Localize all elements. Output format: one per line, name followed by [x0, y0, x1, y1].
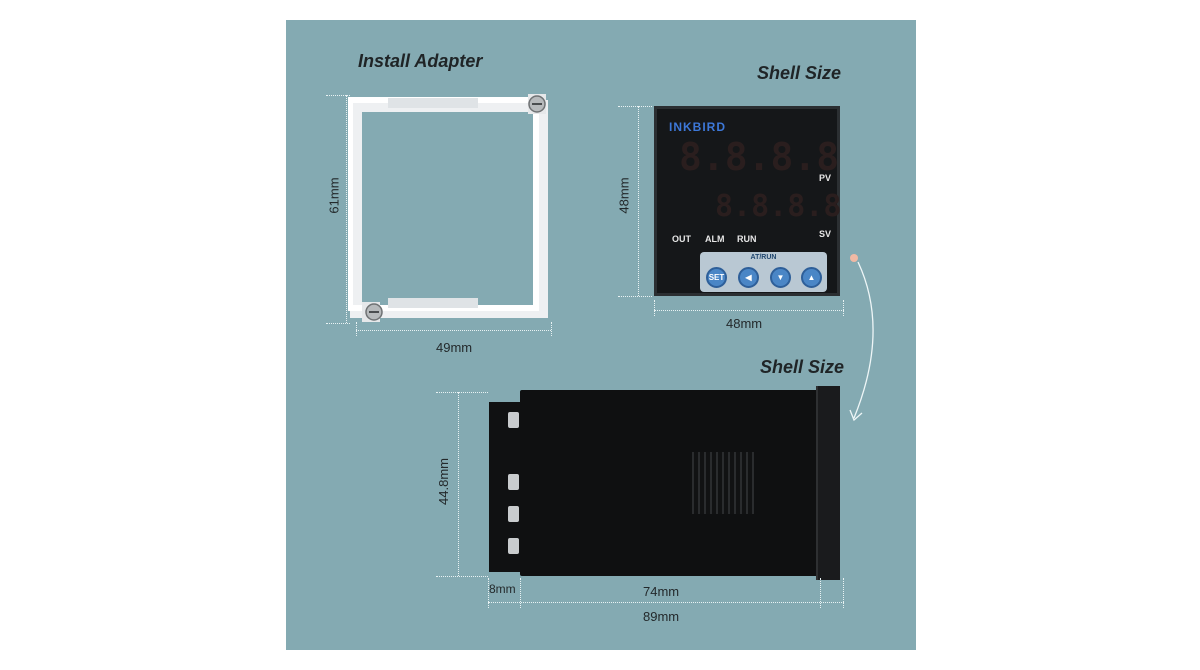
shell-size-side-title: Shell Size	[760, 357, 845, 377]
shell-size-front-title: Shell Size	[757, 63, 842, 83]
dim-line	[820, 578, 821, 608]
dim-line	[551, 322, 552, 336]
at-run-label: AT/RUN	[750, 254, 777, 261]
dim-line	[488, 602, 844, 603]
sv-label: SV	[819, 229, 832, 239]
up-arrow-key[interactable]: ▲	[801, 267, 822, 288]
install-adapter-title: Install Adapter	[358, 51, 483, 71]
dim-line	[436, 392, 488, 393]
sv-display: 8.8.8.8	[715, 189, 842, 224]
dim-line	[618, 106, 652, 107]
front-height-label: 48mm	[616, 177, 632, 214]
side-height-label: 44.8mm	[435, 458, 451, 505]
vent-grille	[692, 452, 754, 514]
front-width-label: 48mm	[726, 316, 763, 331]
dim-line	[326, 323, 350, 324]
dim-line	[326, 95, 350, 96]
down-arrow-key[interactable]: ▼	[770, 267, 791, 288]
terminal-screw	[508, 412, 519, 428]
dim-line	[654, 310, 844, 311]
keypad: AT/RUN SET ◀ ▼ ▲	[700, 252, 827, 292]
curved-arrow-icon	[849, 254, 874, 422]
dim-line	[520, 578, 521, 608]
pv-display: 8.8.8.8	[679, 135, 840, 179]
install-adapter-frame	[348, 94, 548, 322]
dim-line	[654, 300, 655, 316]
controller-side-body	[520, 390, 820, 576]
out-indicator: OUT	[672, 234, 691, 244]
side-total-label: 89mm	[643, 609, 680, 624]
terminal-screw	[508, 538, 519, 554]
set-key[interactable]: SET	[706, 267, 727, 288]
dim-line	[458, 392, 459, 576]
dim-line	[436, 576, 488, 577]
adapter-width-label: 49mm	[436, 340, 473, 355]
terminal-screw	[508, 474, 519, 490]
dim-line	[356, 322, 357, 336]
dim-line	[356, 330, 551, 331]
adapter-height-label: 61mm	[326, 177, 342, 214]
pv-label: PV	[819, 173, 832, 183]
dim-line	[488, 578, 489, 608]
dim-line	[346, 95, 347, 323]
left-arrow-key[interactable]: ◀	[738, 267, 759, 288]
front-bezel	[816, 386, 840, 580]
dim-line	[638, 106, 639, 296]
controller-front: INKBIRD 8.8.8.8 PV 8.8.8.8 SV OUT ALM RU…	[654, 106, 842, 296]
dim-line	[843, 578, 844, 608]
side-body-label: 74mm	[643, 584, 680, 599]
alm-indicator: ALM	[705, 234, 725, 244]
terminal-screw	[508, 506, 519, 522]
brand-logo: INKBIRD	[669, 120, 726, 134]
run-indicator: RUN	[737, 234, 757, 244]
dim-line	[843, 300, 844, 316]
dim-line	[618, 296, 652, 297]
side-terminal-label: 8mm	[489, 582, 516, 596]
